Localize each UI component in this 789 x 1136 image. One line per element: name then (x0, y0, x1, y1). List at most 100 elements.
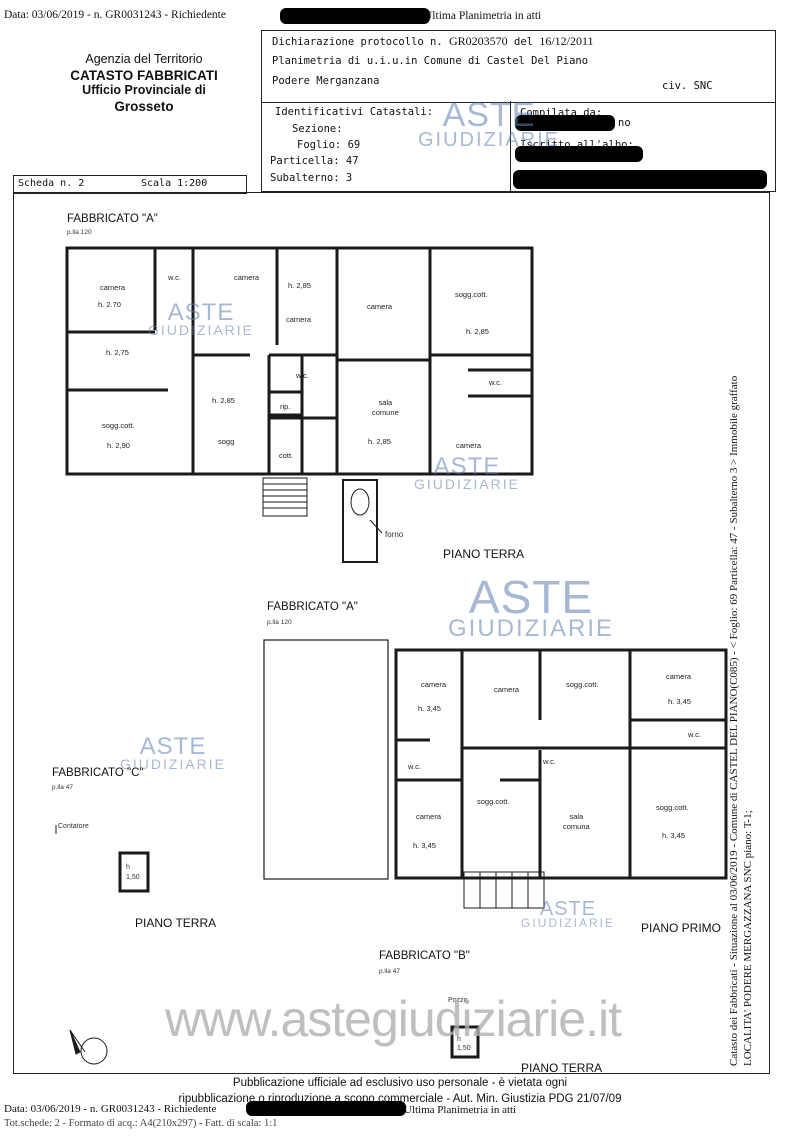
header-last-plan: Ultima Planimetria in atti (424, 10, 542, 22)
protocol-date-label: del (514, 36, 533, 48)
room-height: h. 2,85 (368, 437, 391, 446)
room-label: camera (286, 315, 312, 324)
watermark-giudiziarie-text: GIUDIZIARIE (448, 615, 615, 643)
room-label: camera (494, 685, 520, 694)
room-label: sogg.cott. (566, 680, 599, 689)
watermark-aste: ASTE GIUDIZIARIE (414, 453, 521, 492)
watermark-aste-text: ASTE (167, 299, 235, 326)
identifiers-box (261, 101, 776, 192)
particella-label: Particella: (270, 155, 340, 167)
side-cadastral-info: Catasto dei Fabbricati - Situazione al 0… (728, 196, 756, 1066)
particella-value: 47 (345, 155, 359, 167)
protocol-number: GR0203570 (449, 34, 508, 48)
room-label: camera (416, 812, 442, 821)
header-date-request: Data: 03/06/2019 - n. GR0031243 - Richie… (4, 9, 226, 21)
watermark-aste-text: ASTE (539, 898, 597, 920)
scheda-box (13, 175, 247, 194)
footer-date-request: Data: 03/06/2019 - n. GR0031243 - Richie… (4, 1103, 217, 1115)
building-a-top-label: FABBRICATO "A" (67, 213, 158, 225)
piano-terra-3: PIANO TERRA (521, 1061, 603, 1075)
watermark-giudiziarie-text: GIUDIZIARIE (120, 755, 227, 772)
room-label: camera (367, 302, 393, 311)
contatore-label: Contatore (58, 823, 89, 830)
watermark-aste-text: ASTE (442, 96, 536, 134)
compiler-tail: no (618, 117, 631, 129)
identifiers-divider (510, 101, 511, 192)
identifiers-title: Identificativi Catastali: (275, 106, 434, 118)
address-line: Podere Merganzana (272, 75, 380, 87)
redaction-albo (515, 146, 643, 162)
room-height: h. 3,45 (662, 831, 685, 840)
room-label: sala comuna (563, 812, 590, 831)
particella-row: Particella: 47 (270, 155, 359, 167)
protocol-line: Dichiarazione protocollo n. GR0203570 de… (272, 34, 594, 49)
room-height: h. 3,45 (413, 841, 436, 850)
redaction-requester-bottom (246, 1101, 406, 1116)
room-height: h. 3,45 (418, 704, 441, 713)
header-line: Data: 03/06/2019 - n. GR0031243 - Richie… (4, 9, 226, 21)
foglio-value: 69 (347, 139, 361, 151)
declaration-box (261, 30, 776, 103)
plan-of-line: Planimetria di u.i.u.in Comune di Castel… (272, 55, 589, 67)
room-height: h. 3,45 (668, 697, 691, 706)
building-a-ground-outline (65, 246, 534, 476)
watermark-giudiziarie-text: GIUDIZIARIE (414, 475, 521, 492)
room-label: camera (421, 680, 447, 689)
room-height: h. 2,85 (466, 327, 489, 336)
building-c-label: FABBRICATO "C" (52, 767, 144, 779)
building-b-h: h (457, 1036, 461, 1043)
building-c-h: h (126, 864, 130, 871)
room-label: cott. (279, 451, 294, 460)
redaction-requester-top (280, 8, 430, 24)
piano-primo: PIANO PRIMO (641, 921, 722, 935)
watermark-giudiziarie-text: GIUDIZIARIE (521, 916, 616, 930)
room-label: w.c. (489, 378, 502, 387)
watermark-aste: ASTE GIUDIZIARIE (120, 735, 227, 772)
piano-terra-2: PIANO TERRA (135, 916, 217, 930)
footer-last-plan: Ultima Planimetria in atti (404, 1104, 517, 1116)
room-label: w.c. (543, 757, 556, 766)
forno-label: forno (385, 530, 404, 539)
building-a-mid-label: FABBRICATO "A" (267, 601, 358, 613)
room-label: w.c. (408, 762, 421, 771)
building-b-h-value: 1,50 (457, 1045, 471, 1052)
agency-name: Agenzia del Territorio (85, 52, 203, 66)
watermark-giudiziarie-text: GIUDIZIARIE (148, 321, 255, 338)
room-label: camera (456, 441, 482, 450)
agency-city: Grosseto (114, 99, 174, 114)
room-label: w.c. (296, 371, 309, 380)
room-height: h. 2.70 (98, 300, 121, 309)
agency-block: Agenzia del Territorio CATASTO FABBRICAT… (44, 52, 244, 114)
room-height: h. 2,85 (288, 281, 311, 290)
building-c-plla: p.lla 47 (52, 784, 73, 791)
catasto-title: CATASTO FABBRICATI (70, 68, 218, 83)
room-label: rip. (280, 402, 291, 411)
building-c-h-value: 1,50 (126, 874, 140, 881)
watermark-aste: ASTE GIUDIZIARIE (148, 299, 255, 338)
room-label: sogg (218, 437, 235, 446)
redaction-albo-2 (513, 170, 767, 189)
watermark-giudiziarie-text: GIUDIZIARIE (418, 128, 561, 151)
building-b-plla: p.lla 47 (379, 968, 400, 975)
compass (69, 1029, 108, 1065)
room-label: camera (234, 273, 260, 282)
room-height: h. 2,75 (106, 348, 129, 357)
building-a-annex-outline (263, 639, 389, 880)
building-b-label: FABBRICATO "B" (379, 950, 470, 962)
watermark-aste: ASTE GIUDIZIARIE (418, 96, 561, 151)
room-label: sogg.cott. (477, 797, 510, 806)
building-a-top-plla: p.lla 120 (67, 229, 92, 236)
room-height: h. 2,85 (212, 396, 235, 405)
watermark-aste-text: ASTE (433, 453, 501, 480)
scheda-label: Scheda n. 2 (18, 178, 85, 189)
footer-schede-info: Tot.schede: 2 - Formato di acq.: A4(210x… (4, 1118, 278, 1129)
subalterno-value: 3 (345, 172, 353, 184)
room-label: sogg.cott. (102, 421, 135, 430)
room-label: camera (100, 283, 126, 292)
watermark-url: www.astegiudiziarie.it (165, 991, 622, 1047)
watermark-aste: ASTE GIUDIZIARIE (521, 898, 616, 930)
pozzo-label: Pozzo (448, 997, 468, 1004)
watermark-aste: ASTE GIUDIZIARIE (448, 574, 615, 643)
side-line-1: Catasto dei Fabbricati - Situazione al 0… (728, 375, 740, 1066)
